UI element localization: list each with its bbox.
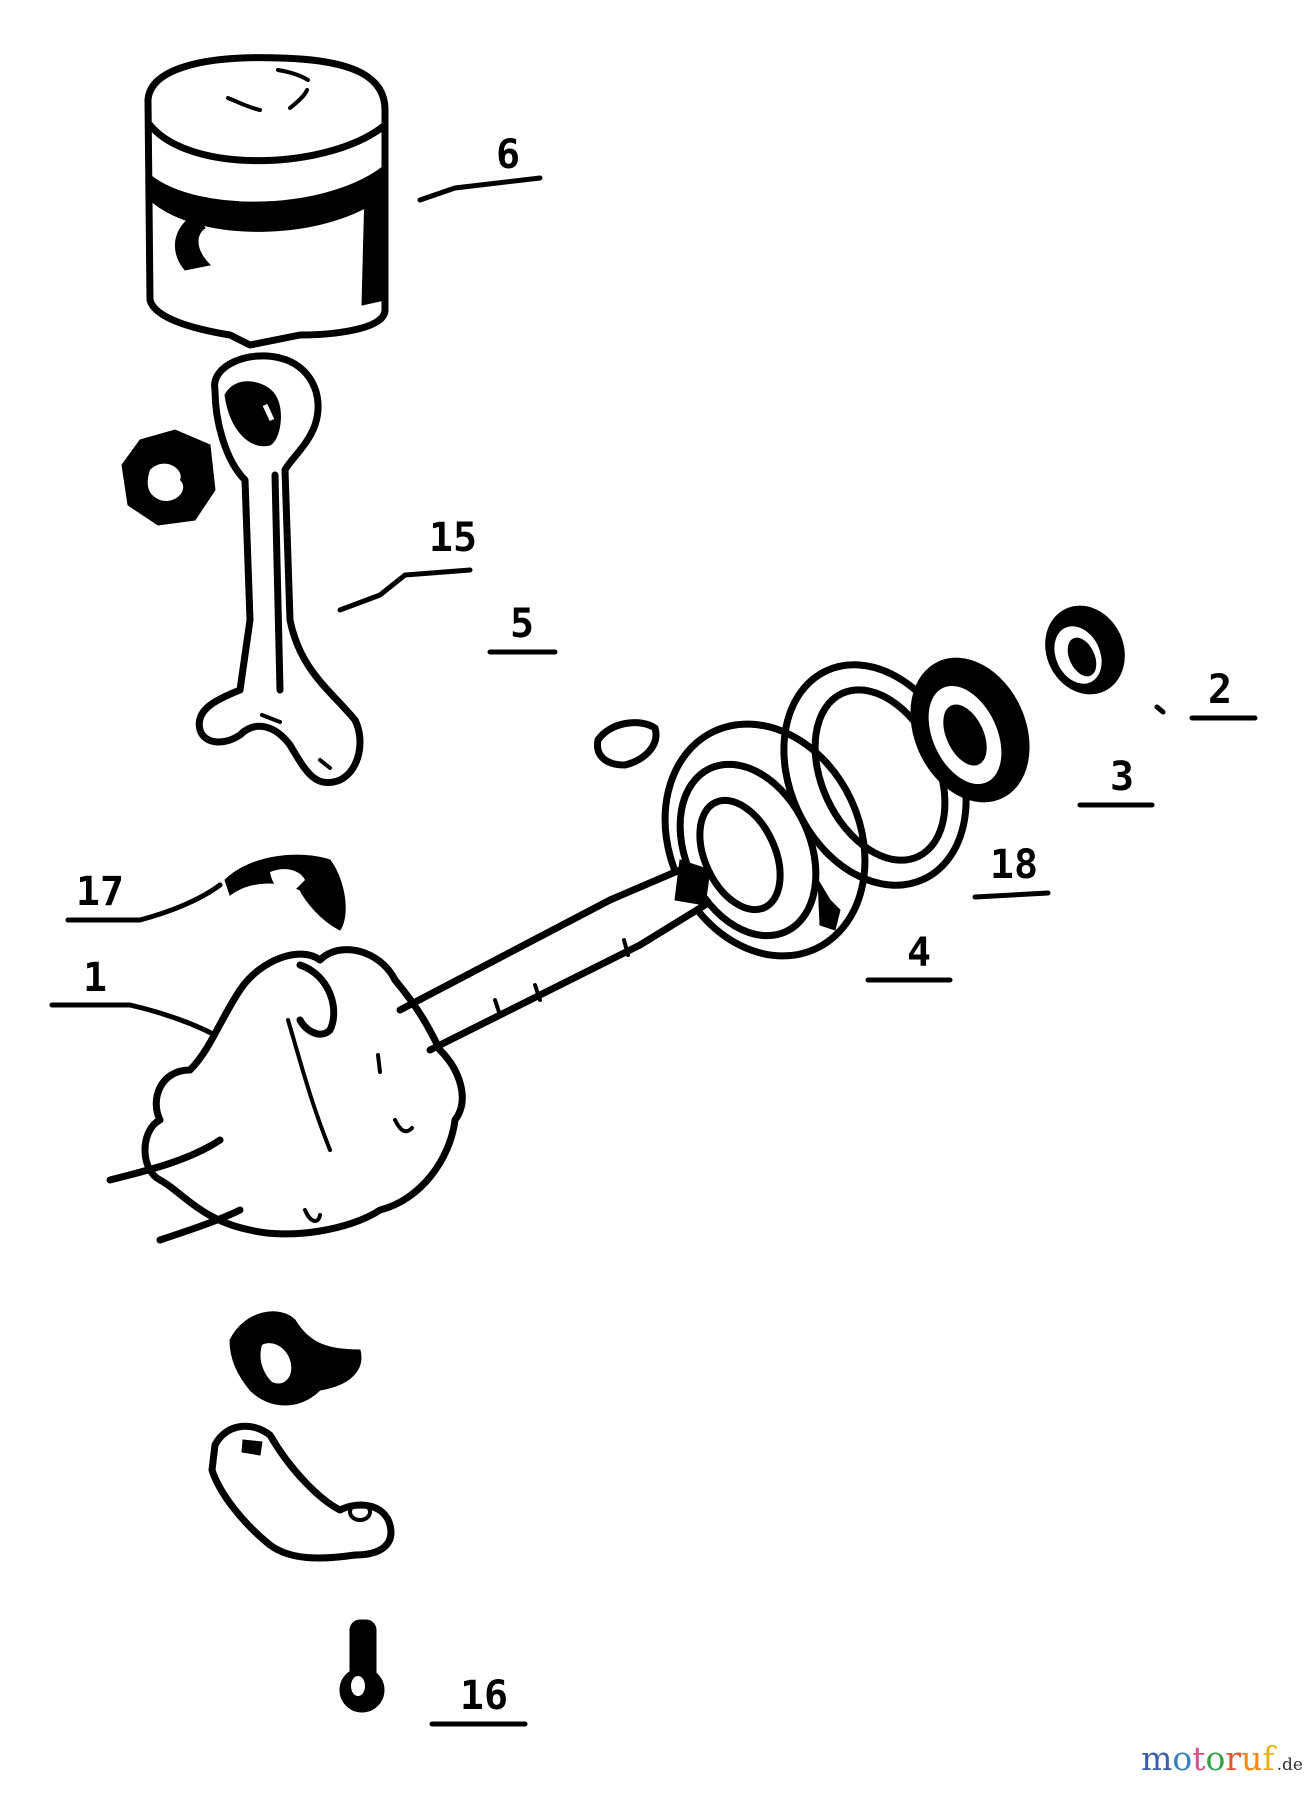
watermark-logo: motoruf.de — [1141, 1739, 1303, 1778]
watermark-letter: o — [1172, 1739, 1193, 1778]
crankshaft-drawing — [106, 946, 466, 1244]
callout-label: 15 — [428, 515, 478, 561]
callout-label: 18 — [989, 842, 1039, 888]
callout-label: 17 — [75, 869, 125, 915]
lower-shell-drawing — [229, 1311, 362, 1406]
watermark-letter: r — [1225, 1739, 1242, 1778]
callout-2: 2 — [1203, 670, 1237, 710]
rod-cap-drawing — [208, 1422, 395, 1562]
callout-17: 17 — [72, 872, 128, 912]
callout-label: 5 — [509, 601, 535, 647]
connecting-rod-drawing — [195, 352, 364, 786]
ball-bearing-drawing — [910, 657, 1030, 803]
callout-1: 1 — [78, 958, 112, 998]
callout-18: 18 — [986, 845, 1042, 885]
callout-label: 1 — [82, 955, 108, 1001]
cap-screw-drawing — [339, 1619, 385, 1713]
callout-4: 4 — [902, 933, 936, 973]
watermark-letter: f — [1262, 1739, 1275, 1778]
callout-label: 16 — [459, 1673, 509, 1719]
watermark-letter: o — [1205, 1739, 1226, 1778]
key-drawing — [593, 719, 660, 769]
callout-15: 15 — [425, 518, 481, 558]
callout-label: 4 — [906, 930, 932, 976]
small-ring-drawing — [1045, 605, 1125, 695]
crankshaft-shaft-drawing — [396, 859, 711, 1054]
callout-5: 5 — [505, 604, 539, 644]
callout-3: 3 — [1105, 757, 1139, 797]
watermark-letter: u — [1241, 1739, 1263, 1778]
callout-16: 16 — [456, 1676, 512, 1716]
callout-label: 6 — [495, 132, 521, 178]
piston-drawing — [144, 54, 389, 349]
watermark-letter: m — [1141, 1739, 1173, 1778]
callout-label: 2 — [1207, 667, 1233, 713]
nut-drawing — [121, 429, 216, 526]
callout-label: 3 — [1109, 754, 1135, 800]
leader-lines — [49, 175, 1258, 1727]
callout-6: 6 — [488, 135, 528, 175]
watermark-letter: t — [1192, 1739, 1206, 1778]
watermark-suffix: .de — [1276, 1755, 1303, 1775]
upper-shell-drawing — [224, 854, 346, 931]
